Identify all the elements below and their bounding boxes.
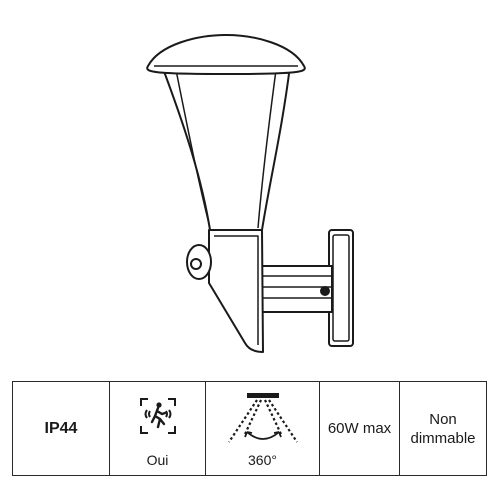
max-power-cell: 60W max: [320, 382, 400, 475]
dimmable-line2: dimmable: [410, 429, 476, 447]
detection-angle-label: 360°: [248, 452, 277, 468]
detection-angle-icon: [227, 393, 298, 443]
motion-sensor-cell: Oui: [110, 382, 206, 475]
spec-table: IP44 Oui 360°: [12, 381, 487, 476]
ip-rating-cell: IP44: [13, 382, 110, 475]
wall-lamp-illustration: [146, 34, 354, 353]
motion-sensor-label: Oui: [146, 452, 169, 468]
dimmable-cell: Non dimmable: [400, 382, 486, 475]
max-power: 60W max: [327, 420, 392, 437]
detection-angle-cell: 360°: [206, 382, 320, 475]
dimmable-line1: Non: [429, 410, 457, 428]
ip-rating: IP44: [44, 419, 78, 437]
motion-sensor-icon: [139, 398, 176, 434]
dimmable-text: Non dimmable: [410, 410, 475, 448]
